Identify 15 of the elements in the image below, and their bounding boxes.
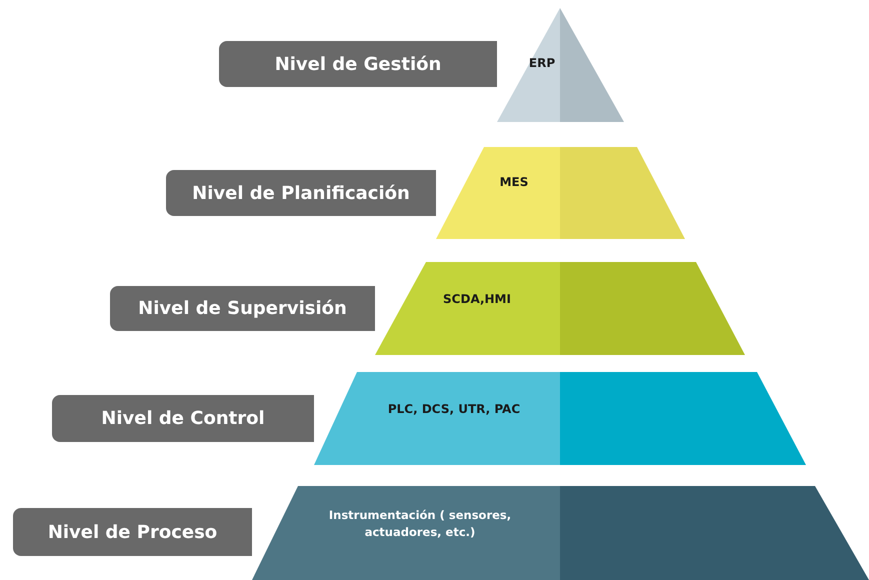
system-label: ERP <box>528 55 556 72</box>
level-label: Nivel de Supervisión <box>138 298 347 319</box>
level-tab <box>52 395 314 442</box>
system-label: SCDA,HMI <box>442 291 512 308</box>
level-tab <box>219 41 497 87</box>
level-label: Nivel de Control <box>101 408 265 429</box>
system-label: Instrumentación ( sensores, actuadores, etc.) <box>328 507 512 541</box>
level-label: Nivel de Proceso <box>48 522 218 542</box>
system-label: MES <box>498 174 530 191</box>
level-tab <box>110 286 375 331</box>
system-label: PLC, DCS, UTR, PAC <box>386 401 522 418</box>
level-label: Nivel de Planificación <box>192 182 410 204</box>
level-label: Nivel de Gestión <box>274 54 442 74</box>
level-tab <box>166 170 436 216</box>
level-tab <box>13 508 252 556</box>
